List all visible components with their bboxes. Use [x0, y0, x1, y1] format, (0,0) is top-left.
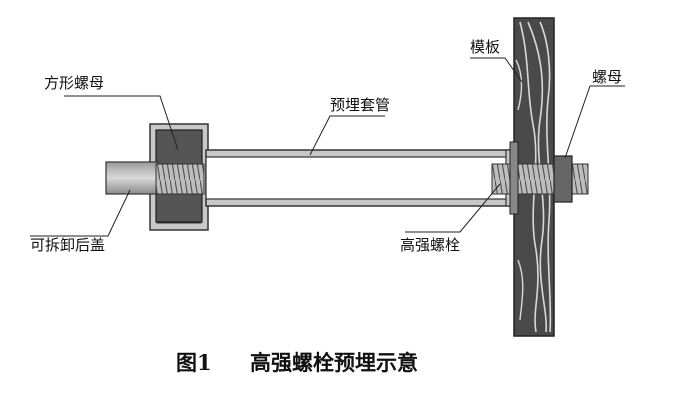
leader-square-nut [64, 95, 179, 151]
leader-formwork [470, 57, 523, 83]
removable-rear-cap [105, 161, 159, 195]
label-high-strength-bolt: 高强螺栓 [400, 236, 460, 254]
label-embedded-sleeve: 预埋套管 [330, 96, 390, 114]
embedded-sleeve [149, 123, 517, 231]
outer-nut [509, 141, 573, 215]
leader-high-strength-bolt [405, 183, 501, 233]
leader-removable-cap [30, 189, 131, 237]
leader-embedded-sleeve [309, 115, 385, 156]
square-nut [155, 129, 203, 223]
leader-nut [564, 85, 625, 159]
label-square-nut: 方形螺母 [44, 74, 104, 92]
figure-number: 图1 [176, 350, 212, 375]
label-formwork: 模板 [470, 38, 500, 56]
figure-title: 高强螺栓预埋示意 [250, 350, 418, 375]
leader-lines [30, 57, 625, 237]
label-removable-cap: 可拆卸后盖 [30, 236, 105, 254]
label-nut: 螺母 [592, 68, 622, 86]
